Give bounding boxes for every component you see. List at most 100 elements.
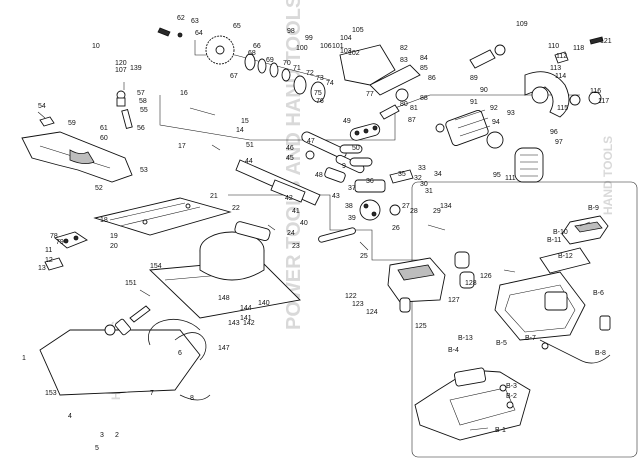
depth-stop-linkage xyxy=(270,169,414,243)
part-label-85: 85 xyxy=(420,65,428,72)
part-label-70: 70 xyxy=(283,60,291,67)
part-label-144: 144 xyxy=(240,305,252,312)
part-label-89: 89 xyxy=(470,75,478,82)
leader-lines xyxy=(37,82,591,431)
part-label-104: 104 xyxy=(340,35,352,42)
part-label-107: 107 xyxy=(115,67,127,74)
part-label-76: 76 xyxy=(316,98,324,105)
part-label-80: 80 xyxy=(400,101,408,108)
part-label-24: 24 xyxy=(287,230,295,237)
part-label-83: 83 xyxy=(400,57,408,64)
part-label-50: 50 xyxy=(352,145,360,152)
part-label-111: 111 xyxy=(505,175,516,182)
part-label-97: 97 xyxy=(555,139,563,146)
part-label-68: 68 xyxy=(248,50,256,57)
part-label-154: 154 xyxy=(150,263,162,270)
part-label-86: 86 xyxy=(428,75,436,82)
part-label-142: 142 xyxy=(243,320,255,327)
part-label-82: 82 xyxy=(400,45,408,52)
part-label-16: 16 xyxy=(180,90,188,97)
switch-handle-housing xyxy=(387,251,475,313)
upper-blade-guard xyxy=(339,44,421,120)
part-label-17: 17 xyxy=(178,143,186,150)
part-number-labels: 1234567891011121314151617181920212223242… xyxy=(22,15,612,452)
part-label-27: 27 xyxy=(402,203,410,210)
part-label-4: 4 xyxy=(68,413,72,420)
part-label-72: 72 xyxy=(306,70,314,77)
part-label-b12: B-12 xyxy=(558,253,573,260)
motor-housing-cover xyxy=(524,36,604,118)
part-label-77: 77 xyxy=(366,91,374,98)
part-label-39: 39 xyxy=(348,215,356,222)
motor-armature xyxy=(435,44,544,183)
left-fence-assembly xyxy=(21,90,133,183)
part-label-96: 96 xyxy=(550,129,558,136)
part-label-95: 95 xyxy=(493,172,501,179)
part-label-43: 43 xyxy=(332,193,340,200)
part-label-64: 64 xyxy=(195,30,203,37)
part-label-151: 151 xyxy=(125,280,137,287)
part-label-34: 34 xyxy=(434,171,442,178)
part-label-45: 45 xyxy=(286,155,294,162)
part-label-93: 93 xyxy=(507,110,515,117)
part-label-103: 103 xyxy=(340,48,352,55)
part-label-b4: B-4 xyxy=(448,347,459,354)
part-label-23: 23 xyxy=(292,243,300,250)
part-label-120: 120 xyxy=(115,60,127,67)
part-label-61: 61 xyxy=(100,125,108,132)
part-label-123: 123 xyxy=(352,301,364,308)
part-label-143: 143 xyxy=(228,320,240,327)
part-label-b9: B-9 xyxy=(588,205,599,212)
part-label-105: 105 xyxy=(352,27,364,34)
part-label-25: 25 xyxy=(360,253,368,260)
part-label-32: 32 xyxy=(414,175,422,182)
part-label-71: 71 xyxy=(293,65,301,72)
part-label-69: 69 xyxy=(266,57,274,64)
part-label-44: 44 xyxy=(245,158,253,165)
part-label-41: 41 xyxy=(292,208,300,215)
part-label-98: 98 xyxy=(287,28,295,35)
part-label-116: 116 xyxy=(590,88,601,95)
part-label-10: 10 xyxy=(92,43,100,50)
part-label-22: 22 xyxy=(232,205,240,212)
part-label-73: 73 xyxy=(316,75,324,82)
part-label-62: 62 xyxy=(177,15,185,22)
part-label-134: 134 xyxy=(440,203,452,210)
part-label-11: 11 xyxy=(45,247,52,254)
part-label-113: 113 xyxy=(550,65,561,72)
part-label-b7: B-7 xyxy=(525,335,536,342)
part-label-12: 12 xyxy=(45,257,53,264)
part-label-46: 46 xyxy=(286,145,294,152)
part-label-1: 1 xyxy=(22,355,26,362)
clamp-bracket xyxy=(44,231,88,271)
part-label-47: 47 xyxy=(307,138,315,145)
part-label-55: 55 xyxy=(140,107,148,114)
part-label-67: 67 xyxy=(230,73,238,80)
part-label-8: 8 xyxy=(190,395,194,402)
part-label-125: 125 xyxy=(415,323,427,330)
part-label-b10: B-10 xyxy=(553,229,568,236)
part-label-66: 66 xyxy=(253,43,261,50)
part-label-b5: B-5 xyxy=(496,340,507,347)
part-label-b13: B-13 xyxy=(458,335,473,342)
part-label-7: 7 xyxy=(150,390,154,397)
slide-rail xyxy=(93,197,232,236)
part-label-51: 51 xyxy=(246,142,254,149)
part-label-18: 18 xyxy=(100,217,108,224)
part-label-124: 124 xyxy=(366,309,378,316)
part-label-49: 49 xyxy=(343,118,351,125)
part-label-121: 121 xyxy=(600,38,612,45)
turntable-assembly xyxy=(39,259,301,396)
part-label-127: 127 xyxy=(448,297,460,304)
part-label-148: 148 xyxy=(218,295,230,302)
part-label-109: 109 xyxy=(516,21,528,28)
part-label-106: 106 xyxy=(320,43,332,50)
part-label-122: 122 xyxy=(345,293,357,300)
part-label-79: 79 xyxy=(56,239,64,246)
part-label-54: 54 xyxy=(38,103,46,110)
part-label-115: 115 xyxy=(557,105,568,112)
part-label-13: 13 xyxy=(38,265,46,272)
part-label-90: 90 xyxy=(480,87,488,94)
